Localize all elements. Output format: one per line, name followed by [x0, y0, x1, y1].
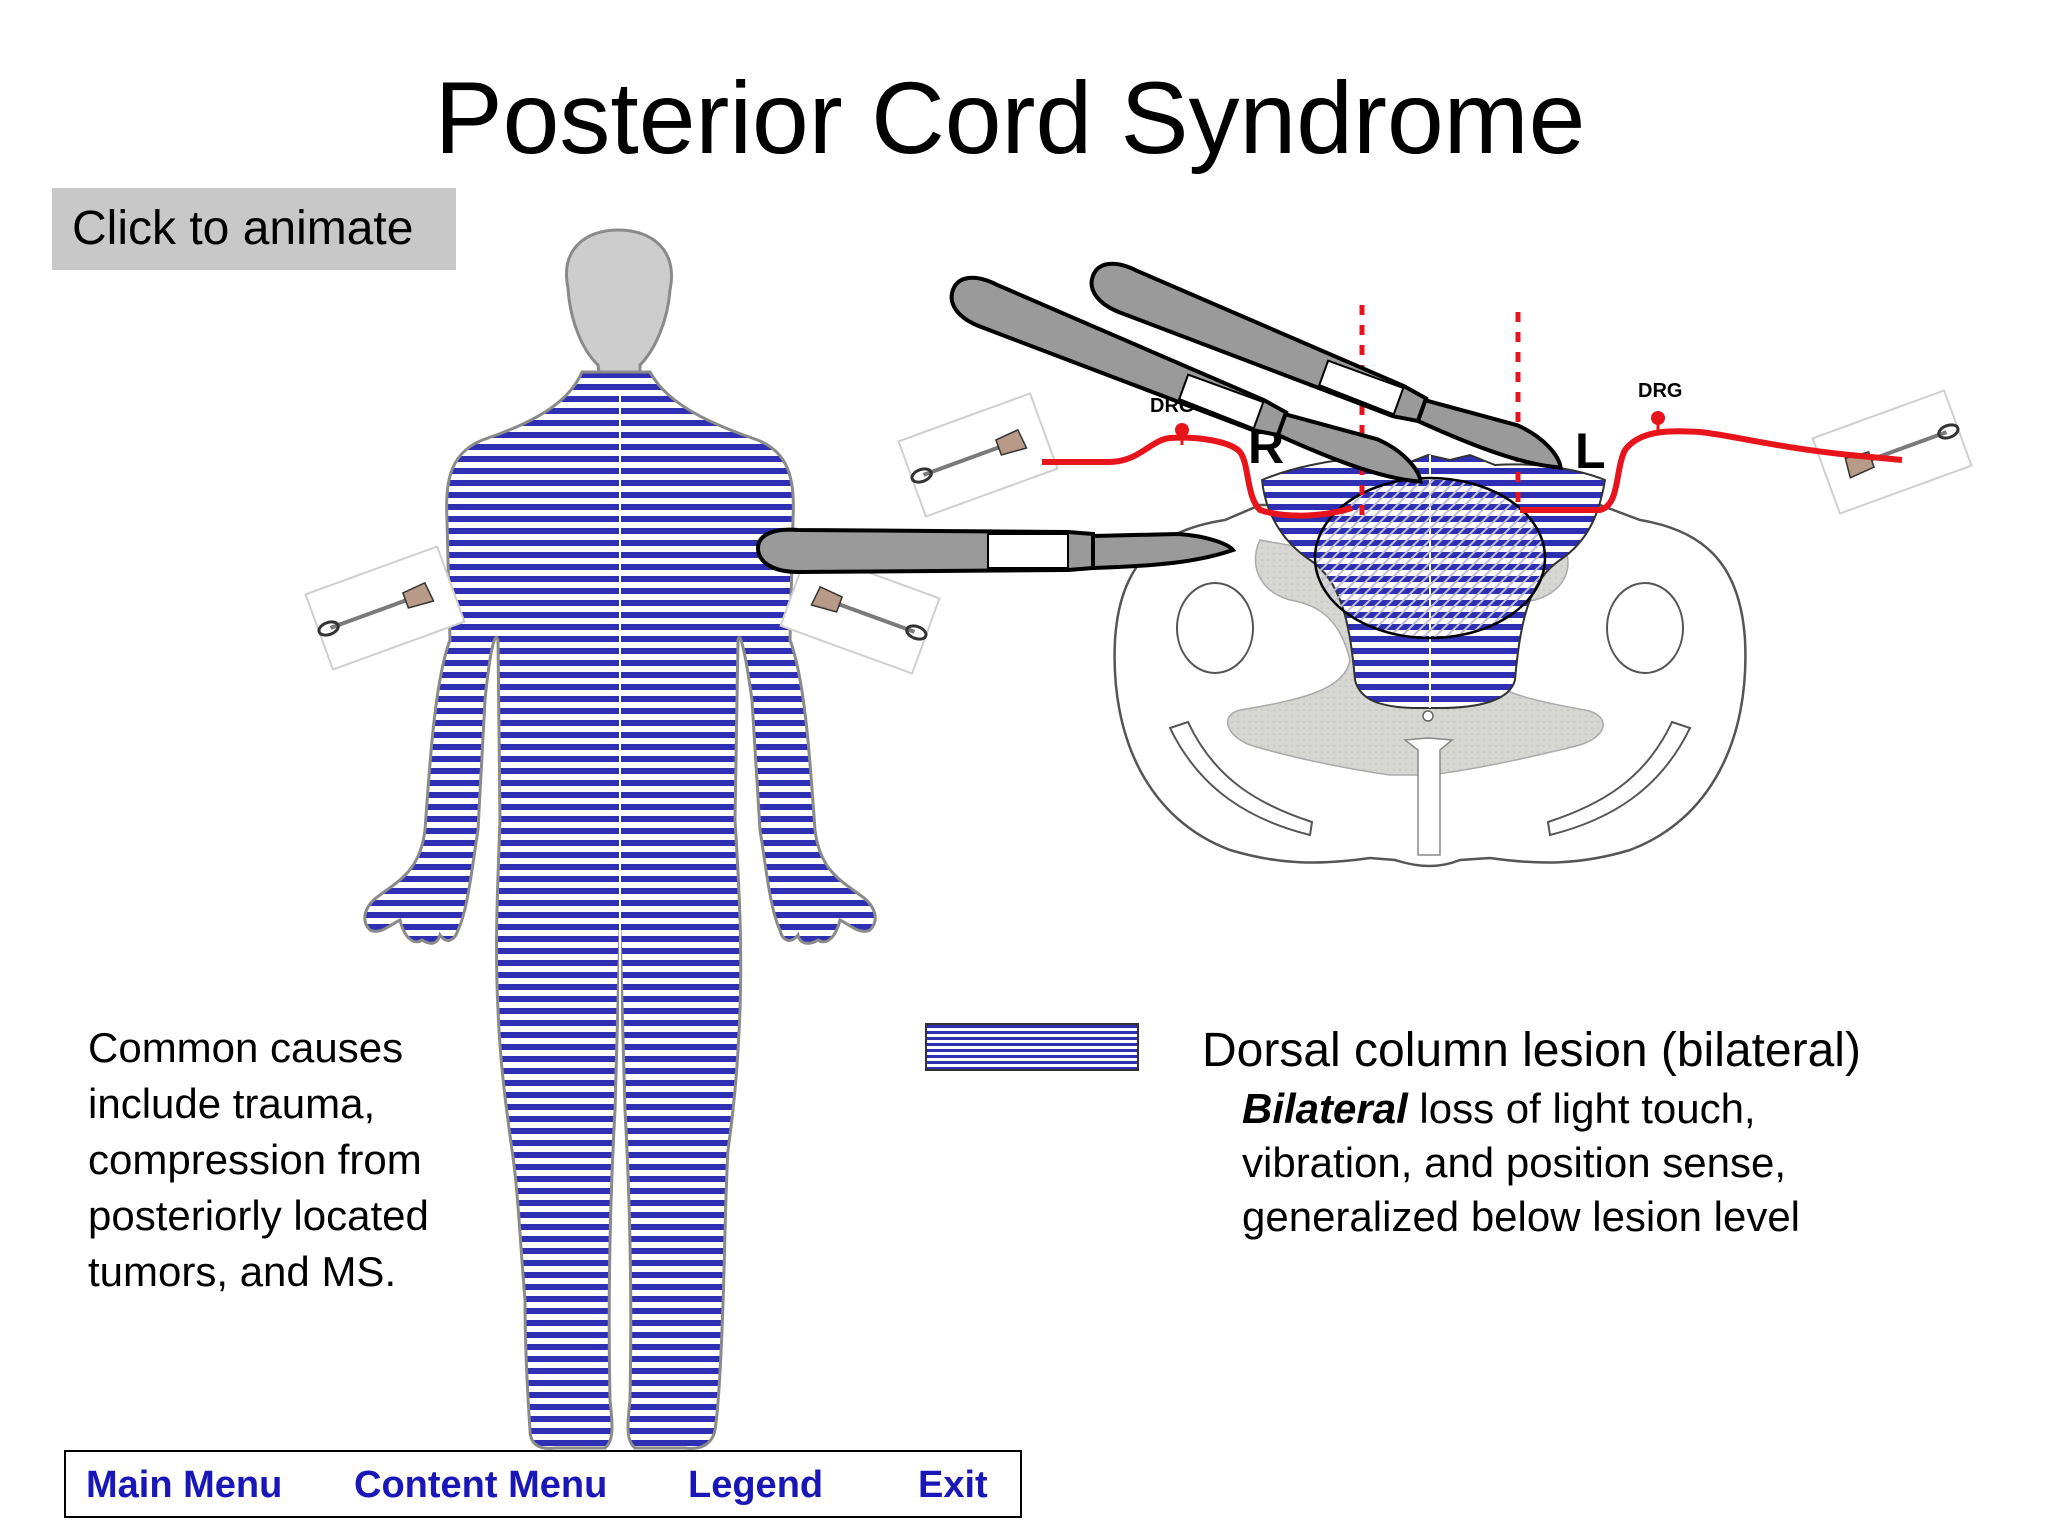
ventral-fissure	[1403, 737, 1454, 856]
content-menu-link[interactable]: Content Menu	[354, 1464, 608, 1506]
page-title: Posterior Cord Syndrome	[434, 61, 1586, 175]
scalpel-icon	[949, 275, 1423, 484]
scalpel-icon	[755, 527, 1237, 575]
exit-link[interactable]: Exit	[918, 1464, 988, 1506]
nerve-root-path	[1042, 428, 1903, 519]
lateral-structure	[1176, 582, 1254, 674]
drg-marker	[1651, 411, 1665, 425]
tuning-fork-icon	[897, 391, 1059, 519]
body-figure	[363, 228, 877, 1450]
drg-marker	[1175, 423, 1189, 437]
ventral-band	[1546, 720, 1692, 837]
body-head	[565, 228, 673, 382]
legend-title: Dorsal column lesion (bilateral)	[1202, 1024, 1861, 1077]
legend-swatch	[925, 1023, 1139, 1071]
drg-label-left: DRG	[1638, 380, 1682, 402]
tuning-fork-icon	[304, 544, 466, 672]
side-label-left: L	[1575, 423, 1606, 479]
causes-text: Common causes include trauma, compressio…	[88, 1024, 429, 1295]
legend-desc-bold: Bilateral	[1242, 1085, 1408, 1132]
lesion-zone	[1313, 476, 1547, 640]
animate-button[interactable]: Click to animate	[52, 188, 456, 270]
lateral-structure	[1606, 582, 1684, 674]
legend-link[interactable]: Legend	[688, 1464, 824, 1506]
legend-desc-rest: loss of light touch, vibration, and posi…	[1242, 1085, 1801, 1240]
ventral-band	[1168, 720, 1314, 837]
main-menu-link[interactable]: Main Menu	[86, 1464, 283, 1506]
nav-bar: Main Menu Content Menu Legend Exit	[64, 1450, 1022, 1518]
central-canal	[1422, 710, 1434, 722]
scalpel-icon	[1089, 261, 1563, 470]
spinal-cord-section	[1113, 453, 1747, 868]
legend-description: Bilateral loss of light touch, vibration…	[1242, 1082, 1882, 1244]
